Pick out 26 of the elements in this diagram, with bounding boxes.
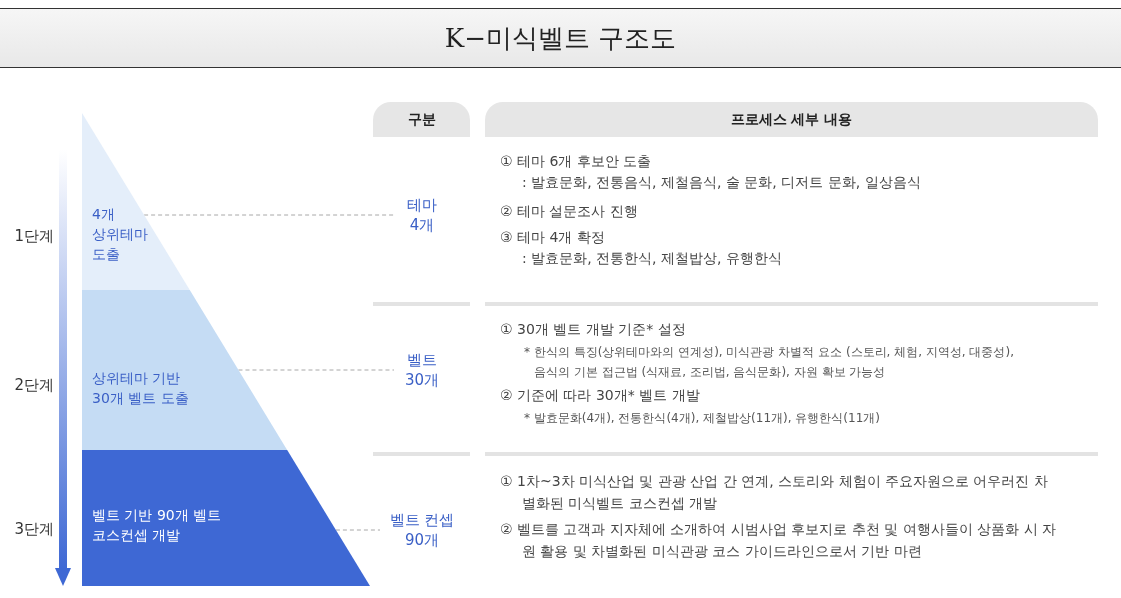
tier-label: 4개 상위테마 도출 [92, 205, 149, 264]
tier-label: 상위테마 기반 30개 벨트 도출 [92, 369, 190, 408]
title: K−미식벨트 구조도 [444, 21, 677, 55]
category-label: 벨트 컨셉 90개 [388, 510, 456, 550]
stage-label: 3단계 [13, 519, 54, 539]
process-item: ② 기준에 따라 30개* 벨트 개발 [500, 386, 701, 405]
category-label: 벨트 30개 [403, 350, 441, 390]
stage-label: 2단계 [13, 375, 54, 395]
process-item: ① 30개 벨트 개발 기준* 설정 [500, 320, 687, 339]
column-header: 프로세스 세부 내용 [485, 102, 1098, 137]
column-header: 구분 [373, 102, 470, 137]
leader-line [143, 214, 395, 216]
footnote: * 발효문화(4개), 전통한식(4개), 제철밥상(11개), 유행한식(11개) [523, 410, 881, 427]
leader-line [238, 369, 395, 371]
process-item: ① 1차~3차 미식산업 및 관광 산업 간 연계, 스토리와 체험이 주요자원으로 어우러진 차별화된 미식벨트 코스컨셉 개발 [500, 472, 1049, 513]
stage-label: 1단계 [13, 226, 54, 246]
item-detail: : 발효문화, 전통음식, 제철음식, 술 문화, 디저트 문화, 일상음식 [521, 173, 922, 192]
process-item: ③ 테마 4개 확정 [500, 228, 606, 247]
item-detail: : 발효문화, 전통한식, 제철밥상, 유행한식 [521, 249, 783, 268]
process-item: ② 벨트를 고객과 지자체에 소개하여 시범사업 후보지로 추천 및 여행사들이 상품화 시 자원 활용 및 차별화된 미식관광 코스 가이드라인으로서 기반 마련 [500, 520, 1057, 561]
category-label: 테마 4개 [406, 195, 438, 235]
footnote: * 한식의 특징(상위테마와의 연계성), 미식관광 차별적 요소 (스토리, 체험, 지역성, 대중성), 음식의 기본 접근법 (식재료, 조리법, 음식문화), 자원 확보 가능성 [523, 344, 1015, 381]
process-item: ② 테마 설문조사 진행 [500, 202, 639, 221]
tier-label: 벨트 기반 90개 벨트 코스컨셉 개발 [92, 506, 223, 545]
process-item: ① 테마 6개 후보안 도출 [500, 152, 653, 171]
leader-line [335, 529, 381, 531]
